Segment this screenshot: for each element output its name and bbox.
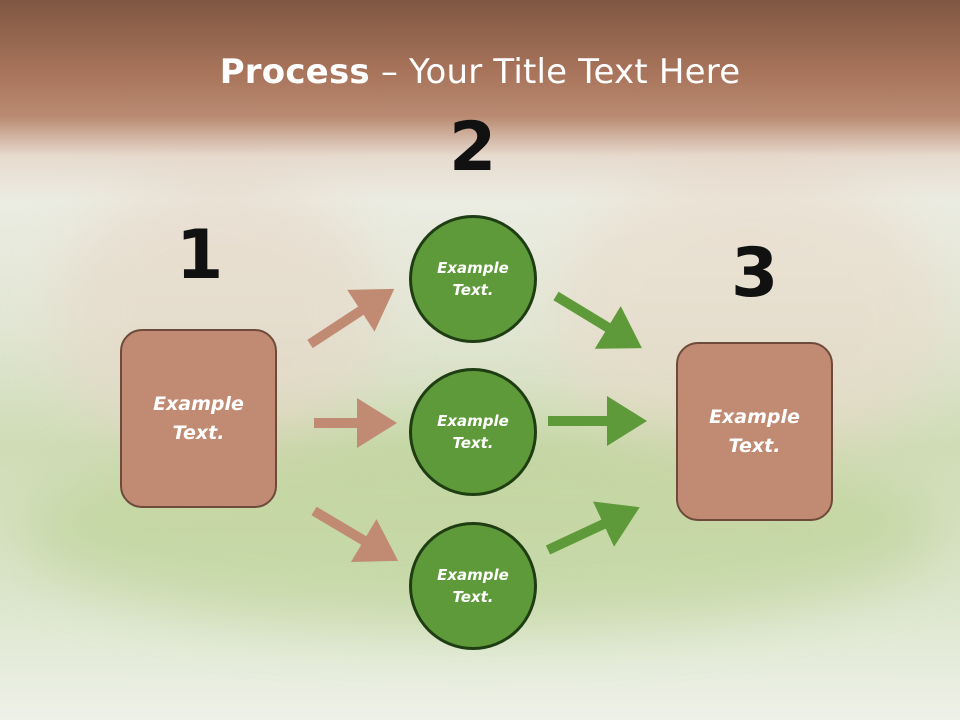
process-circle-bottom: Example Text.: [409, 522, 537, 650]
title-bold: Process: [219, 52, 370, 92]
arrow-top-to-right: [553, 291, 642, 349]
left-box-label: Example Text.: [153, 393, 244, 444]
title-rest: – Your Title Text Here: [369, 52, 741, 92]
arrow-bottom-to-right: [545, 501, 640, 555]
arrow-left-to-top: [307, 288, 395, 349]
circle-top-label: Example Text.: [437, 258, 509, 300]
circle-bottom-label: Example Text.: [437, 565, 509, 607]
process-circle-middle: Example Text.: [409, 368, 537, 496]
arrow-left-to-bottom: [311, 506, 399, 562]
left-process-box: Example Text.: [120, 329, 277, 508]
circle-middle-label: Example Text.: [437, 411, 509, 453]
step-number-3: 3: [731, 234, 779, 313]
right-box-label: Example Text.: [709, 406, 800, 457]
step-number-2: 2: [449, 108, 497, 187]
header-band: [0, 0, 960, 200]
slide-title: Process – Your Title Text Here: [0, 52, 960, 92]
step-number-1: 1: [176, 216, 224, 295]
process-circle-top: Example Text.: [409, 215, 537, 343]
right-process-box: Example Text.: [676, 342, 833, 521]
